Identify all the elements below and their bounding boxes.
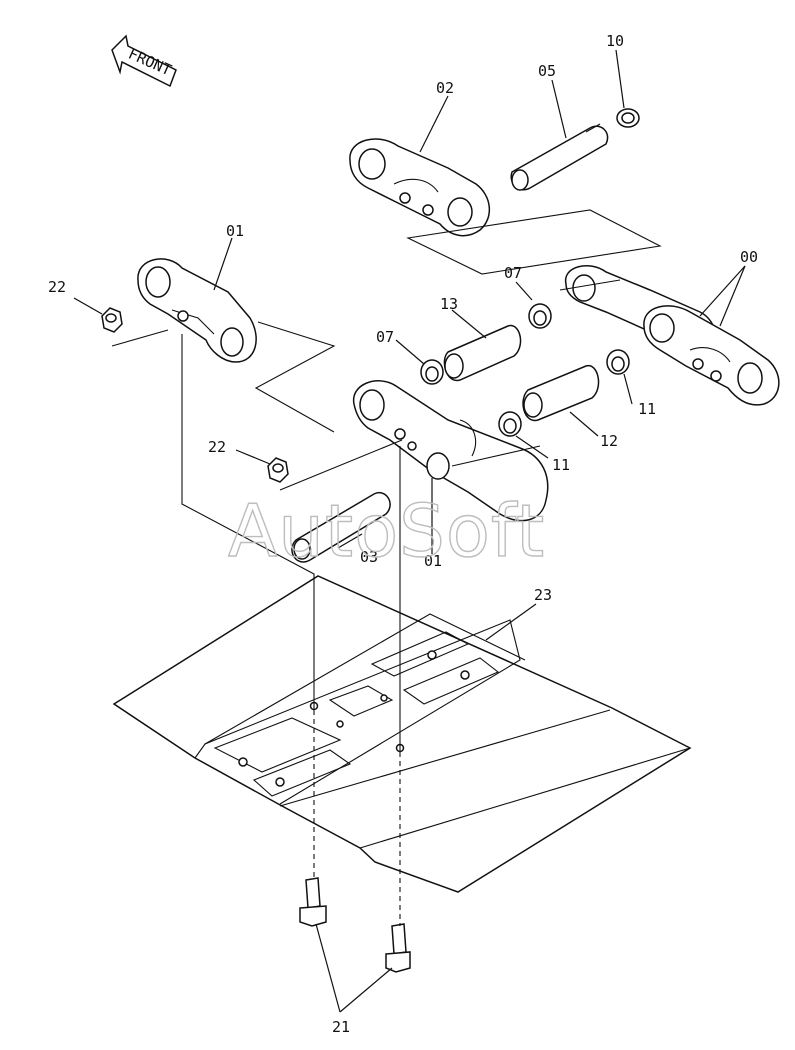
label-22-lower: 22	[208, 438, 226, 456]
label-23: 23	[534, 586, 552, 604]
pin-03	[291, 491, 391, 563]
label-05: 05	[538, 62, 556, 80]
bolt-21-left	[299, 877, 327, 927]
label-02: 02	[436, 79, 454, 97]
watermark: AutoSoft	[228, 489, 545, 573]
label-00: 00	[740, 248, 758, 266]
nut-22-upper	[101, 307, 123, 333]
track-shoe	[112, 575, 692, 893]
label-07-left: 07	[376, 328, 394, 346]
front-arrow: FRONT	[111, 34, 177, 88]
label-11-lower: 11	[552, 456, 570, 474]
label-10: 10	[606, 32, 624, 50]
label-07-right: 07	[504, 264, 522, 282]
nut-22-lower	[267, 457, 289, 483]
link-pair-00	[565, 265, 780, 406]
assembly-lines	[111, 209, 662, 926]
link-02	[349, 138, 490, 237]
bushing-13	[443, 324, 522, 382]
label-22-upper: 22	[48, 278, 66, 296]
bushing-12	[522, 365, 600, 422]
label-03: 03	[360, 548, 378, 566]
label-12: 12	[600, 432, 618, 450]
seals	[420, 303, 630, 437]
callout-leaders	[73, 49, 746, 1013]
link-01-lower	[353, 380, 549, 522]
label-01-lower: 01	[424, 552, 442, 570]
link-01-upper	[137, 258, 257, 363]
ring-10	[616, 108, 640, 128]
label-21: 21	[332, 1018, 350, 1036]
label-11-right: 11	[638, 400, 656, 418]
label-13: 13	[440, 295, 458, 313]
label-01-upper: 01	[226, 222, 244, 240]
pin-05	[510, 123, 609, 191]
bolt-21-right	[385, 923, 411, 973]
